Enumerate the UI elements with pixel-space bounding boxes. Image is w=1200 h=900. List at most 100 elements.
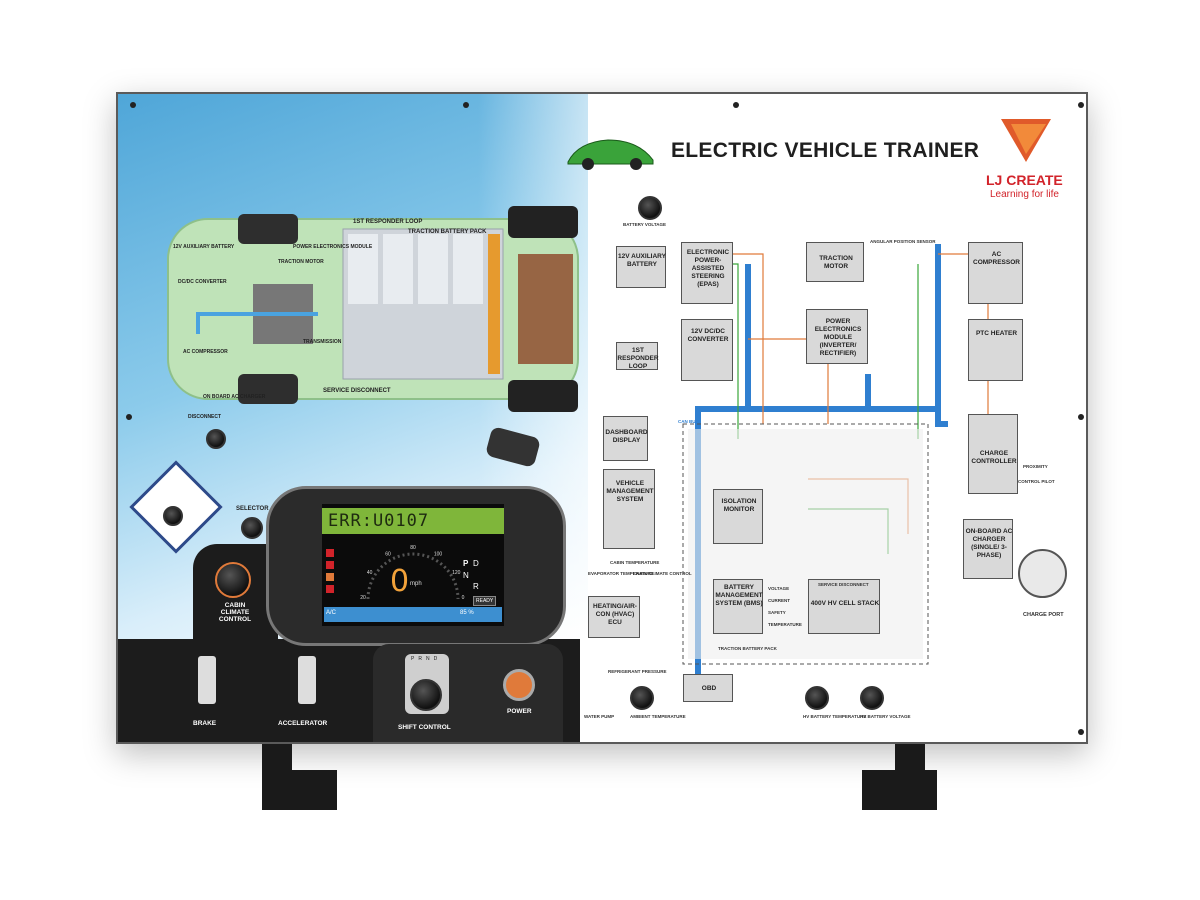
gear-p: P	[463, 559, 469, 568]
screw	[130, 102, 136, 108]
hv-volt-label: HV BATTERY VOLTAGE	[860, 714, 911, 719]
pack-label: TRACTION BATTERY PACK	[408, 229, 487, 235]
service-label: SERVICE DISCONNECT	[323, 388, 391, 394]
speed-value: 0	[390, 564, 410, 599]
cabin-temp-label: CABIN TEMPERATURE	[610, 560, 660, 565]
shift-n: N	[425, 656, 434, 662]
accelerator-slider[interactable]	[298, 656, 316, 704]
battery-voltage-label: BATTERY VOLTAGE	[623, 222, 667, 227]
evap-label: EVAPORATOR TEMPERATURE	[588, 571, 655, 576]
ac-label: AC COMPRESSOR	[183, 349, 228, 355]
cabin-climate-label: CABIN CLIMATE CONTROL	[218, 602, 252, 623]
warning-light-1	[326, 549, 334, 557]
shift-r: R	[418, 656, 426, 662]
battery-indicator: 85 %	[460, 610, 474, 616]
bms-temperature-label: TEMPERATURE	[768, 622, 802, 627]
aux-label: 12V AUXILIARY BATTERY	[173, 244, 235, 250]
shift-p: P	[411, 656, 419, 662]
dcdc-box: 12V DC/DC CONVERTER	[681, 319, 733, 381]
brake-label: BRAKE	[193, 720, 217, 727]
obd-box: OBD	[683, 674, 733, 702]
gauge-tick-label: 20	[360, 595, 366, 601]
speed-unit: mph	[410, 581, 422, 587]
warning-light-3	[326, 573, 334, 581]
charge-controller-box: CHARGE CONTROLLER	[968, 414, 1018, 494]
screw	[1078, 102, 1084, 108]
warning-light-4	[326, 585, 334, 593]
trainer-board: TRACTION BATTERY PACK 1ST RESPONDER LOOP…	[116, 92, 1088, 744]
status-strip	[324, 607, 502, 622]
power-label: POWER	[507, 708, 532, 715]
screw	[733, 102, 739, 108]
selector-dial-knob[interactable]	[163, 506, 183, 526]
gear-d: D	[473, 559, 479, 568]
selector-label: SELECTOR	[236, 506, 269, 512]
brand-tagline: Learning for life	[990, 189, 1059, 200]
disconnect-knob[interactable]	[206, 429, 226, 449]
responder-box: 1ST RESPONDER LOOP	[616, 342, 659, 370]
charge-port-label: CHARGE PORT	[1023, 612, 1064, 618]
battery-voltage-knob[interactable]	[638, 196, 662, 220]
charge-port-icon	[1018, 549, 1067, 598]
aux-battery-box: 12V AUXILIARY BATTERY	[616, 246, 666, 288]
onboard-charger-box: ON-BOARD AC CHARGER (SINGLE/ 3-PHASE)	[963, 519, 1013, 579]
ready-badge: READY	[473, 596, 497, 606]
gear-r: R	[473, 582, 479, 591]
brake-slider[interactable]	[198, 656, 216, 704]
bms-safety-label: SAFETY	[768, 610, 786, 615]
gear-n: N	[463, 571, 469, 580]
pem-label: POWER ELECTRONICS MODULE	[293, 244, 373, 250]
accelerator-label: ACCELERATOR	[278, 720, 328, 727]
service-disconnect-label: SERVICE DISCONNECT	[818, 582, 869, 587]
vms-box: VEHICLE MANAGEMENT SYSTEM	[603, 469, 655, 549]
ambient-label: AMBIENT TEMPERATURE	[630, 714, 686, 719]
water-pump-label: WATER PUMP	[584, 714, 615, 719]
hv-volt-knob[interactable]	[860, 686, 884, 710]
gauge-tick-label: 80	[410, 545, 416, 551]
error-bar	[322, 508, 504, 534]
gauge-tick-label: 60	[385, 552, 391, 558]
cabin-control-label: CABIN CLIMATE CONTROL	[633, 571, 692, 576]
ambient-temp-knob[interactable]	[630, 686, 654, 710]
screw	[1078, 729, 1084, 735]
cell-stack-box: 400V HV CELL STACK	[808, 579, 880, 634]
epas-box: ELECTRONIC POWER-ASSISTED STEERING (EPAS…	[681, 242, 733, 304]
selector-knob[interactable]	[241, 517, 263, 539]
ac-compressor-box: AC COMPRESSOR	[968, 242, 1023, 304]
bms-voltage-label: VOLTAGE	[768, 586, 790, 591]
brand-name: LJ CREATE	[986, 172, 1063, 188]
hv-temp-knob[interactable]	[805, 686, 829, 710]
control-pilot-label: CONTROL PILOT	[1018, 479, 1055, 484]
charger-label: ON BOARD AC CHARGER	[203, 394, 266, 400]
power-button[interactable]	[503, 669, 535, 701]
pem-box: POWER ELECTRONICS MODULE (INVERTER/ RECT…	[806, 309, 868, 364]
pack-caption: TRACTION BATTERY PACK	[718, 646, 777, 651]
can-bus-label: CAN BUS	[678, 419, 699, 424]
gauge-tick-label: 40	[367, 570, 373, 576]
cabin-climate-knob[interactable]	[215, 562, 251, 598]
shift-d: D	[433, 656, 442, 662]
stand-left-foot	[262, 770, 337, 810]
motor-label: TRACTION MOTOR	[278, 259, 324, 265]
screw	[1078, 414, 1084, 420]
responder-label: 1ST RESPONDER LOOP	[353, 219, 423, 225]
dashboard-display-box: DASHBOARD DISPLAY	[603, 416, 648, 461]
proximity-label: PROXIMITY	[1023, 464, 1048, 469]
gauge-tick-label: 0	[462, 595, 465, 601]
bms-box: BATTERY MANAGEMENT SYSTEM (BMS)	[713, 579, 763, 634]
car-logo-icon	[567, 139, 654, 170]
gauge-tick-label: 120	[452, 570, 461, 576]
error-code: ERR:U0107	[328, 511, 430, 531]
shift-knob-cap[interactable]	[410, 679, 442, 711]
refrigerant-label: REFRIGERANT PRESSURE	[608, 669, 667, 674]
ptc-heater-box: PTC HEATER	[968, 319, 1023, 381]
hvac-ecu-box: HEATING/AIR-CON (HVAC) ECU	[588, 596, 640, 638]
warning-light-2	[326, 561, 334, 569]
ac-indicator: A/C	[326, 610, 337, 616]
isolation-monitor-box: ISOLATION MONITOR	[713, 489, 763, 544]
stand-right-foot	[862, 770, 937, 810]
bms-current-label: CURRENT	[768, 598, 790, 603]
screw	[463, 102, 469, 108]
page-title: ELECTRIC VEHICLE TRAINER	[671, 139, 980, 162]
